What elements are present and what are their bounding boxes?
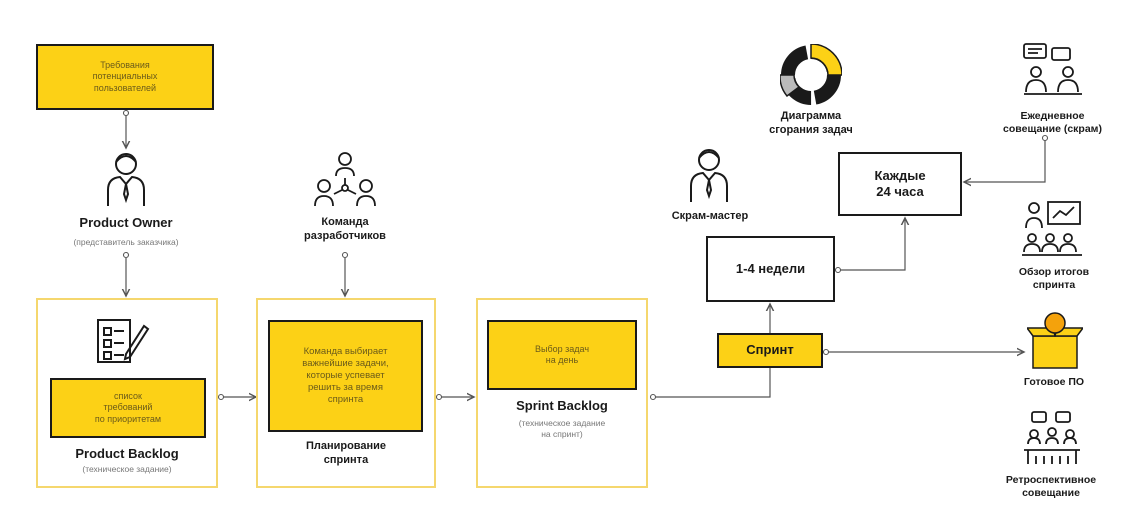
- product-backlog-frame: [36, 298, 218, 488]
- review-label: Обзор итогов спринта: [1018, 266, 1090, 292]
- ready-software-label: Готовое ПО: [1023, 376, 1085, 388]
- task-choice-box: Выбор задач на день: [487, 320, 637, 390]
- product-owner-label: Product Owner: [79, 215, 173, 230]
- team-chooses-box: Команда выбирает важнейшие задачи, котор…: [268, 320, 423, 432]
- burndown-label: Диаграмма сгорания задач: [769, 110, 853, 136]
- product-backlog-label: Product Backlog: [75, 446, 179, 461]
- person-icon: [687, 146, 731, 209]
- backlog-list-box: список требований по приоритетам: [50, 378, 206, 438]
- box-icon: [1025, 312, 1085, 375]
- person-icon: [104, 150, 148, 213]
- review-meeting-icon: [1020, 198, 1084, 263]
- checklist-icon: [96, 316, 150, 371]
- every-24h-box: Каждые 24 часа: [838, 152, 962, 216]
- daily-meeting-label: Ежедневное совещание (скрам): [1003, 110, 1102, 136]
- scrum-master-label: Скрам-мастер: [671, 210, 749, 222]
- burndown-chart-icon: [779, 43, 843, 111]
- sprint-backlog-frame: [476, 298, 648, 488]
- team-icon: [312, 150, 378, 215]
- dev-team-label: Команда разработчиков: [304, 216, 386, 242]
- sprint-box: Спринт: [717, 333, 823, 368]
- retro-meeting-icon: [1022, 410, 1082, 471]
- requirements-box: Требования потенциальных пользователей: [36, 44, 214, 110]
- weeks-box: 1-4 недели: [706, 236, 835, 302]
- retro-label: Ретроспективное совещание: [1005, 474, 1097, 500]
- sprint-planning-frame: [256, 298, 436, 488]
- sprint-backlog-label: Sprint Backlog: [516, 398, 608, 413]
- product-owner-sub: (представитель заказчика): [73, 237, 179, 247]
- sprint-backlog-sub: (техническое задание на спринт): [518, 418, 606, 440]
- product-backlog-sub: (техническое задание): [82, 464, 172, 474]
- meeting-icon: [1022, 42, 1084, 103]
- sprint-planning-label: Планирование спринта: [305, 440, 387, 466]
